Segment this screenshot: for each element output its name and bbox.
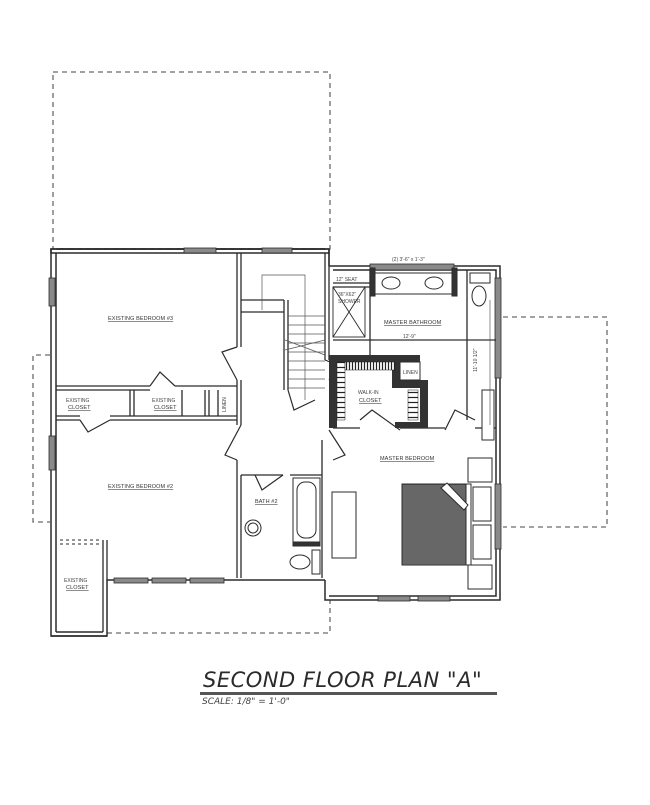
label-master-bedroom: MASTER BEDROOM [380, 456, 435, 462]
label-closet-b-1: EXISTING [152, 398, 175, 404]
master-toilet [469, 272, 491, 307]
bath2-fixtures [244, 477, 321, 575]
label-bedroom3: EXISTING BEDROOM #3 [108, 316, 173, 322]
label-window-note: (2) 3'-6" x 1'-3" [392, 257, 425, 263]
room-labels: EXISTING BEDROOM #3 EXISTING BEDROOM #2 … [64, 257, 479, 591]
label-closet-a-2: CLOSET [68, 405, 91, 411]
doors [79, 346, 476, 491]
bedroom-furniture [331, 389, 495, 590]
label-bath-width: 12'-9" [403, 334, 416, 340]
label-closet-b-2: CLOSET [154, 405, 177, 411]
label-shower-seat: 12" SEAT [336, 277, 357, 283]
label-walkin-1: WALK-IN [358, 390, 379, 396]
label-bath-depth: 11'-10 1/2" [473, 348, 479, 372]
plan-title: SECOND FLOOR PLAN "A" [203, 668, 483, 692]
label-closet-a-1: EXISTING [66, 398, 89, 404]
label-linen-hall: LINEN [222, 397, 228, 412]
walk-in-closet [329, 355, 428, 428]
label-shower-2: SHOWER [338, 299, 361, 305]
label-linen-master: LINEN [403, 370, 418, 376]
interior-walls [56, 253, 330, 632]
dashed-area-left [32, 354, 50, 523]
staircase [261, 274, 326, 400]
windows [48, 247, 502, 602]
label-closet-c-1: EXISTING [64, 578, 87, 584]
title-underline [200, 692, 497, 695]
label-shower-1: 36"X62" [338, 292, 356, 298]
label-closet-c-2: CLOSET [66, 585, 89, 591]
plan-scale: SCALE: 1/8" = 1'-0" [202, 697, 290, 707]
dashed-area-bottom [107, 600, 331, 634]
label-bath2: BATH #2 [255, 499, 278, 505]
shower [332, 286, 366, 338]
dashed-area-right [503, 316, 608, 528]
label-master-bathroom: MASTER BATHROOM [384, 320, 442, 326]
dashed-area-top [52, 71, 331, 250]
label-walkin-2: CLOSET [359, 398, 382, 404]
label-bedroom2: EXISTING BEDROOM #2 [108, 484, 173, 490]
dashed-outlines [32, 71, 608, 634]
vanity [369, 267, 458, 297]
